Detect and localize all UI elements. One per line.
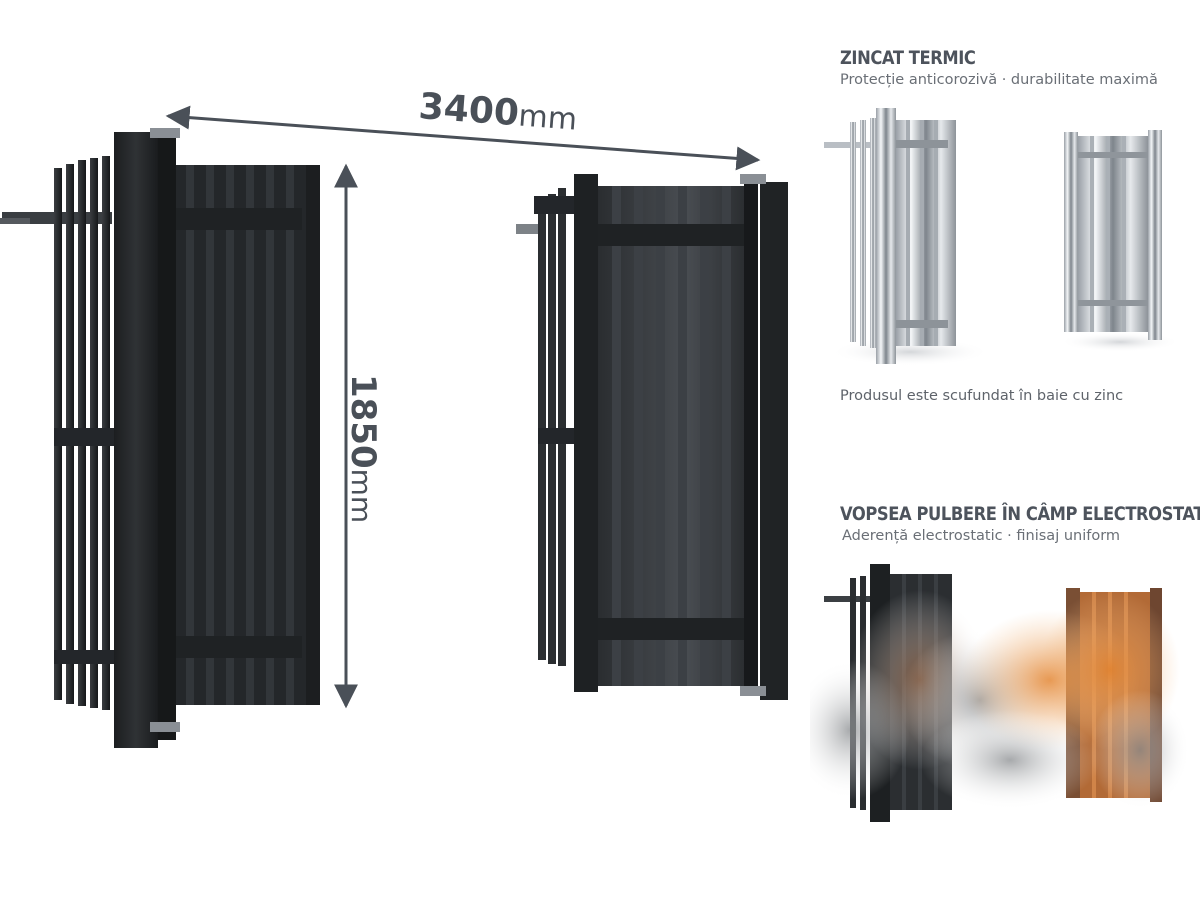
powder-title: VOPSEA PULBERE ÎN CÂMP ELECTROSTATIC: [840, 503, 1200, 525]
zinc-gate-right: [1064, 130, 1162, 340]
height-dimension: 1850mm: [334, 163, 383, 709]
powder-subtitle: Aderență electrostatic · finisaj uniform: [842, 528, 1121, 544]
powder-smoke: [810, 590, 1190, 810]
right-gate-leaf: [516, 174, 788, 700]
hinge-top: [150, 128, 180, 138]
zinc-gate-photo: [824, 108, 1180, 366]
zinc-note: Produsul este scufundat în baie cu zinc: [840, 388, 1124, 404]
gate-main-post-right: [574, 174, 598, 692]
zinc-finish-section: ZINCAT TERMIC Protecție anticorozivă · d…: [810, 46, 1190, 404]
width-dimension: 3400mm: [165, 86, 761, 171]
gate-main-post: [114, 132, 158, 748]
width-dimension-label: 3400mm: [417, 86, 578, 139]
powder-coat-section: VOPSEA PULBERE ÎN CÂMP ELECTROSTATIC Ade…: [810, 502, 1200, 822]
hinge-bottom: [150, 722, 180, 732]
height-dimension-label: 1850mm: [343, 374, 383, 523]
powder-coat-gate-photo: [810, 564, 1190, 822]
zinc-title: ZINCAT TERMIC: [840, 47, 976, 69]
zinc-subtitle: Protecție anticorozivă · durabilitate ma…: [840, 72, 1158, 88]
zinc-gate-left: [824, 108, 956, 364]
gate-product-illustration: 3400mm 1850mm: [0, 86, 788, 748]
left-gate-leaf: [0, 128, 320, 748]
